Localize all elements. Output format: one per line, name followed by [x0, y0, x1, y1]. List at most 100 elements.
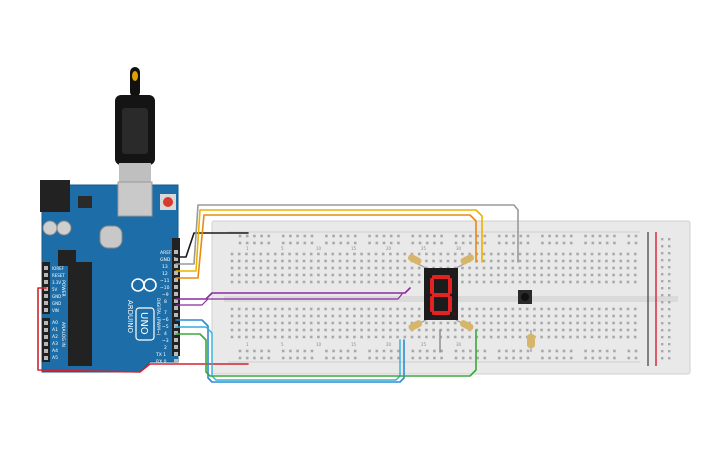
- resistor-pushbutton[interactable]: [527, 330, 535, 352]
- rail-hole: [605, 241, 609, 245]
- power-pin[interactable]: [44, 280, 48, 284]
- digital-pin[interactable]: [174, 313, 178, 317]
- hole: [504, 307, 507, 311]
- breadboard-holes: [230, 234, 671, 360]
- seven-segment-display[interactable]: 8: [424, 268, 458, 320]
- digital-pin[interactable]: [174, 331, 178, 335]
- digital-header-pins[interactable]: [174, 250, 178, 363]
- digital-pin[interactable]: [174, 306, 178, 310]
- resistor-bottom-right[interactable]: [455, 319, 475, 332]
- wire-blue[interactable]: [175, 319, 405, 383]
- rail-hole: [332, 356, 335, 360]
- digital-pin[interactable]: [174, 352, 178, 356]
- hole: [295, 328, 299, 332]
- hole: [288, 321, 291, 325]
- power-pin[interactable]: [44, 273, 48, 277]
- hole: [410, 321, 414, 325]
- rail-hole: [339, 356, 343, 360]
- digital-pin[interactable]: [174, 345, 178, 349]
- hole: [295, 259, 299, 263]
- left-header-pins[interactable]: [44, 266, 48, 360]
- rail-hole: [661, 329, 664, 332]
- wire-yellow-1[interactable]: [175, 209, 483, 272]
- hole: [518, 321, 522, 325]
- wire-green[interactable]: [175, 329, 477, 377]
- hole: [547, 259, 551, 263]
- hole: [569, 252, 572, 256]
- hole: [626, 273, 630, 277]
- analog-pin[interactable]: [44, 342, 48, 346]
- wire-purple[interactable]: [175, 287, 411, 300]
- digital-pin[interactable]: [174, 278, 178, 282]
- hole: [338, 259, 342, 263]
- hole: [468, 314, 471, 318]
- rail-hole: [346, 234, 350, 238]
- digital-pin[interactable]: [174, 359, 178, 363]
- rail-hole: [661, 322, 664, 325]
- wire-orange[interactable]: [175, 214, 477, 279]
- digital-pin[interactable]: [174, 299, 178, 303]
- rail-hole: [569, 349, 573, 353]
- rail-hole: [519, 356, 523, 360]
- hole: [389, 273, 392, 277]
- resistors[interactable]: [407, 253, 535, 352]
- digital-pin[interactable]: [174, 250, 178, 254]
- pushbutton-cap[interactable]: [521, 293, 529, 301]
- wire-purple-2[interactable]: [175, 293, 403, 306]
- resistor-top-left[interactable]: [407, 253, 427, 269]
- power-pin[interactable]: [44, 294, 48, 298]
- digital-pin[interactable]: [174, 292, 178, 296]
- digital-pin[interactable]: [174, 338, 178, 342]
- rail-hole: [661, 301, 664, 304]
- hole: [367, 259, 371, 263]
- arduino-brand-text: ARDUINO: [126, 300, 134, 333]
- digital-pin[interactable]: [174, 271, 178, 275]
- power-pin[interactable]: [44, 266, 48, 270]
- analog-pin[interactable]: [44, 335, 48, 339]
- wire-5v-red[interactable]: [37, 287, 249, 373]
- rail-hole: [375, 349, 379, 353]
- power-pin[interactable]: [44, 301, 48, 305]
- hole: [374, 314, 378, 318]
- analog-title: ANALOG IN: [60, 322, 66, 347]
- column-number-top: 1: [246, 246, 249, 251]
- hole: [295, 321, 299, 325]
- digital-pin[interactable]: [174, 264, 178, 268]
- hole: [396, 266, 399, 270]
- arduino-uno-board[interactable]: ARDUINO UNO DIGITAL (PWM~) AREF GND 13 1…: [40, 67, 180, 373]
- analog-pin[interactable]: [44, 349, 48, 353]
- rail-hole: [661, 287, 664, 290]
- digital-pin[interactable]: [174, 285, 178, 289]
- hole: [453, 259, 457, 263]
- digital-pin[interactable]: [174, 257, 178, 261]
- rail-hole: [668, 329, 671, 332]
- power-pin[interactable]: [44, 308, 48, 312]
- hole: [468, 335, 471, 339]
- resistor-bottom-left[interactable]: [407, 319, 427, 332]
- column-number-top: 25: [421, 246, 427, 251]
- hole: [583, 314, 587, 318]
- hole: [554, 252, 558, 256]
- wire-gray[interactable]: [175, 204, 519, 265]
- digital-pin[interactable]: [174, 324, 178, 328]
- rail-hole: [253, 234, 256, 238]
- resistor-top-right[interactable]: [455, 253, 475, 269]
- hole: [331, 252, 335, 256]
- reset-button-cap[interactable]: [163, 197, 173, 207]
- power-pin[interactable]: [44, 287, 48, 291]
- rail-hole: [555, 241, 559, 245]
- hole: [245, 280, 248, 284]
- rail-hole: [483, 241, 487, 245]
- analog-pin[interactable]: [44, 356, 48, 360]
- wire-gnd-black[interactable]: [175, 232, 249, 258]
- rail-hole: [433, 234, 436, 238]
- analog-pin[interactable]: [44, 328, 48, 332]
- hole: [626, 335, 630, 339]
- wires[interactable]: [37, 204, 519, 383]
- hole: [540, 266, 543, 270]
- pushbutton[interactable]: [518, 290, 532, 304]
- rail-hole: [440, 234, 443, 238]
- rail-hole: [661, 238, 664, 241]
- hole: [525, 252, 529, 256]
- analog-pin[interactable]: [44, 321, 48, 325]
